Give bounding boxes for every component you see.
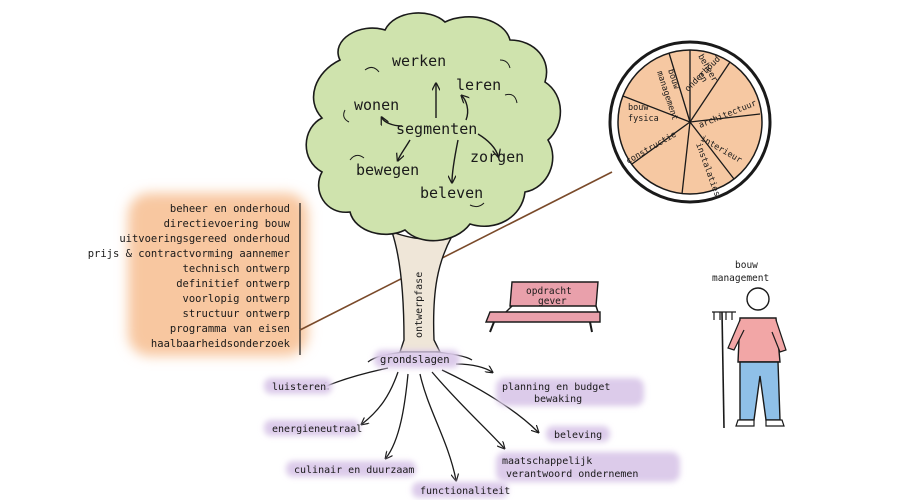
root-item: planning en budget bewaking (496, 378, 644, 406)
bench-label: gever (538, 296, 567, 307)
root-item: functionaliteit (412, 482, 510, 498)
phase-item: prijs & contractvorming aannemer (88, 248, 290, 260)
root-label: planning en budget (502, 382, 610, 393)
segment-arrows (382, 84, 498, 182)
bench-label: opdracht (526, 286, 572, 297)
person-label: bouw (735, 260, 758, 271)
slice-sector-label: fysica (628, 114, 659, 124)
trunk-label: ontwerpfase (414, 272, 425, 338)
phase-item: directievoering bouw (164, 218, 291, 230)
tree-canopy (305, 12, 562, 242)
segment-bewegen: bewegen (356, 161, 419, 179)
slice-sector-label: bouw (628, 103, 649, 113)
root-label: verantwoord ondernemen (506, 469, 638, 480)
segment-beleven: beleven (420, 184, 483, 202)
bench: opdracht gever (484, 281, 601, 333)
root-label: functionaliteit (420, 486, 510, 497)
root-item: luisteren (264, 378, 332, 394)
construction-manager-figure: bouw management (712, 260, 787, 429)
root-item: maatschappelijk verantwoord ondernemen (496, 452, 680, 482)
phase-list: beheer en onderhoud directievoering bouw… (88, 203, 291, 350)
root-label: beleving (554, 430, 602, 441)
segment-zorgen: zorgen (470, 148, 524, 166)
trunk-slice: bouw management beheer en onderhoud arch… (608, 40, 772, 204)
segment-center-label: segmenten (396, 120, 477, 138)
phase-item: programma van eisen (170, 323, 290, 335)
phase-item: beheer en onderhoud (170, 203, 290, 215)
root-item: energieneutraal (264, 420, 362, 436)
root-center: grondslagen (374, 350, 460, 368)
root-label: maatschappelijk (502, 456, 592, 467)
roots (322, 351, 538, 480)
phase-item: uitvoeringsgereed onderhoud (119, 233, 290, 245)
person-label: management (712, 273, 769, 284)
phase-item: structuur ontwerp (183, 308, 290, 320)
root-label: luisteren (272, 382, 326, 393)
phase-item: voorlopig ontwerp (183, 293, 290, 305)
segment-leren: leren (456, 76, 501, 94)
root-label: bewaking (534, 394, 582, 405)
phase-item: definitief ontwerp (176, 278, 290, 290)
root-item: beleving (546, 426, 610, 442)
root-item: culinair en duurzaam (286, 461, 416, 477)
slice-sector-label: en (695, 71, 709, 85)
phase-item: haalbaarheidsonderzoek (151, 338, 291, 350)
phase-item: technisch ontwerp (183, 263, 290, 275)
root-label: energieneutraal (272, 424, 362, 435)
root-label: culinair en duurzaam (294, 465, 414, 476)
segment-wonen: wonen (354, 96, 399, 114)
segment-werken: werken (392, 52, 446, 70)
roots-center-label: grondslagen (380, 354, 450, 366)
slice-connector-line (299, 171, 613, 331)
